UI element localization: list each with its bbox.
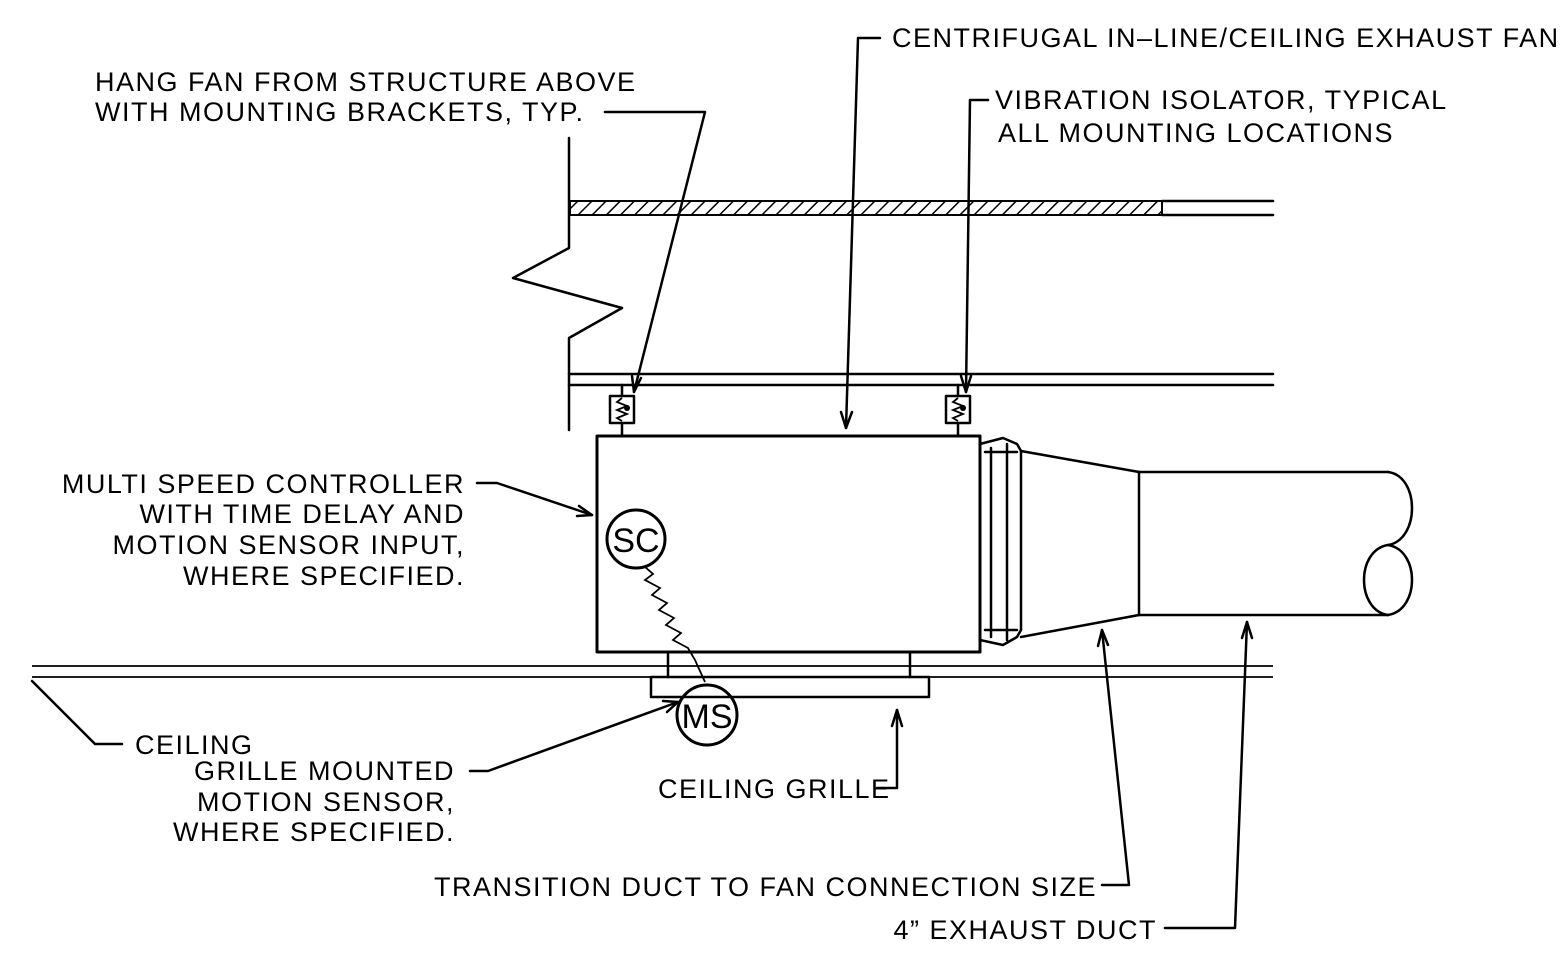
vibration-isolator-left — [608, 383, 636, 438]
flexible-connector — [978, 436, 1023, 647]
speed-controller-symbol: SC — [605, 508, 667, 570]
motion-sensor-label: MS — [682, 698, 733, 736]
label-hang-line1: HANG FAN FROM STRUCTURE ABOVE — [95, 67, 637, 97]
label-grille-sensor-line1: GRILLE MOUNTED — [194, 756, 455, 786]
ceiling-grille — [649, 650, 931, 699]
label-grille-sensor-line2: MOTION SENSOR, — [197, 787, 455, 817]
fan-housing — [595, 434, 982, 654]
label-controller-line4: WHERE SPECIFIED. — [183, 561, 465, 591]
transition-duct — [1019, 449, 1141, 639]
label-exhaust-duct: 4” EXHAUST DUCT — [893, 915, 1157, 945]
speed-controller-label: SC — [612, 522, 659, 560]
label-ceiling: CEILING — [135, 730, 254, 760]
label-grille-sensor-line3: WHERE SPECIFIED. — [173, 817, 455, 847]
motion-sensor-symbol: MS — [675, 683, 739, 747]
vibration-isolator-right — [944, 383, 972, 438]
label-isolator-line1: VIBRATION ISOLATOR, TYPICAL — [995, 85, 1448, 115]
label-controller-line3: MOTION SENSOR INPUT, — [112, 530, 465, 560]
label-ceiling-grille: CEILING GRILLE — [658, 774, 891, 804]
ceiling-line — [32, 665, 1273, 678]
label-controller-line1: MULTI SPEED CONTROLLER — [62, 469, 465, 499]
leader-lines — [30, 36, 1254, 930]
exhaust-duct — [1137, 470, 1414, 617]
label-transition-duct: TRANSITION DUCT TO FAN CONNECTION SIZE — [434, 872, 1097, 902]
label-controller-line2: WITH TIME DELAY AND — [139, 499, 465, 529]
label-isolator-line2: ALL MOUNTING LOCATIONS — [998, 118, 1394, 148]
label-fan: CENTRIFUGAL IN–LINE/CEILING EXHAUST FAN — [892, 23, 1560, 53]
label-hang-line2: WITH MOUNTING BRACKETS, TYP. — [95, 97, 585, 127]
structure-above — [511, 136, 1275, 432]
control-wiring — [643, 566, 706, 683]
